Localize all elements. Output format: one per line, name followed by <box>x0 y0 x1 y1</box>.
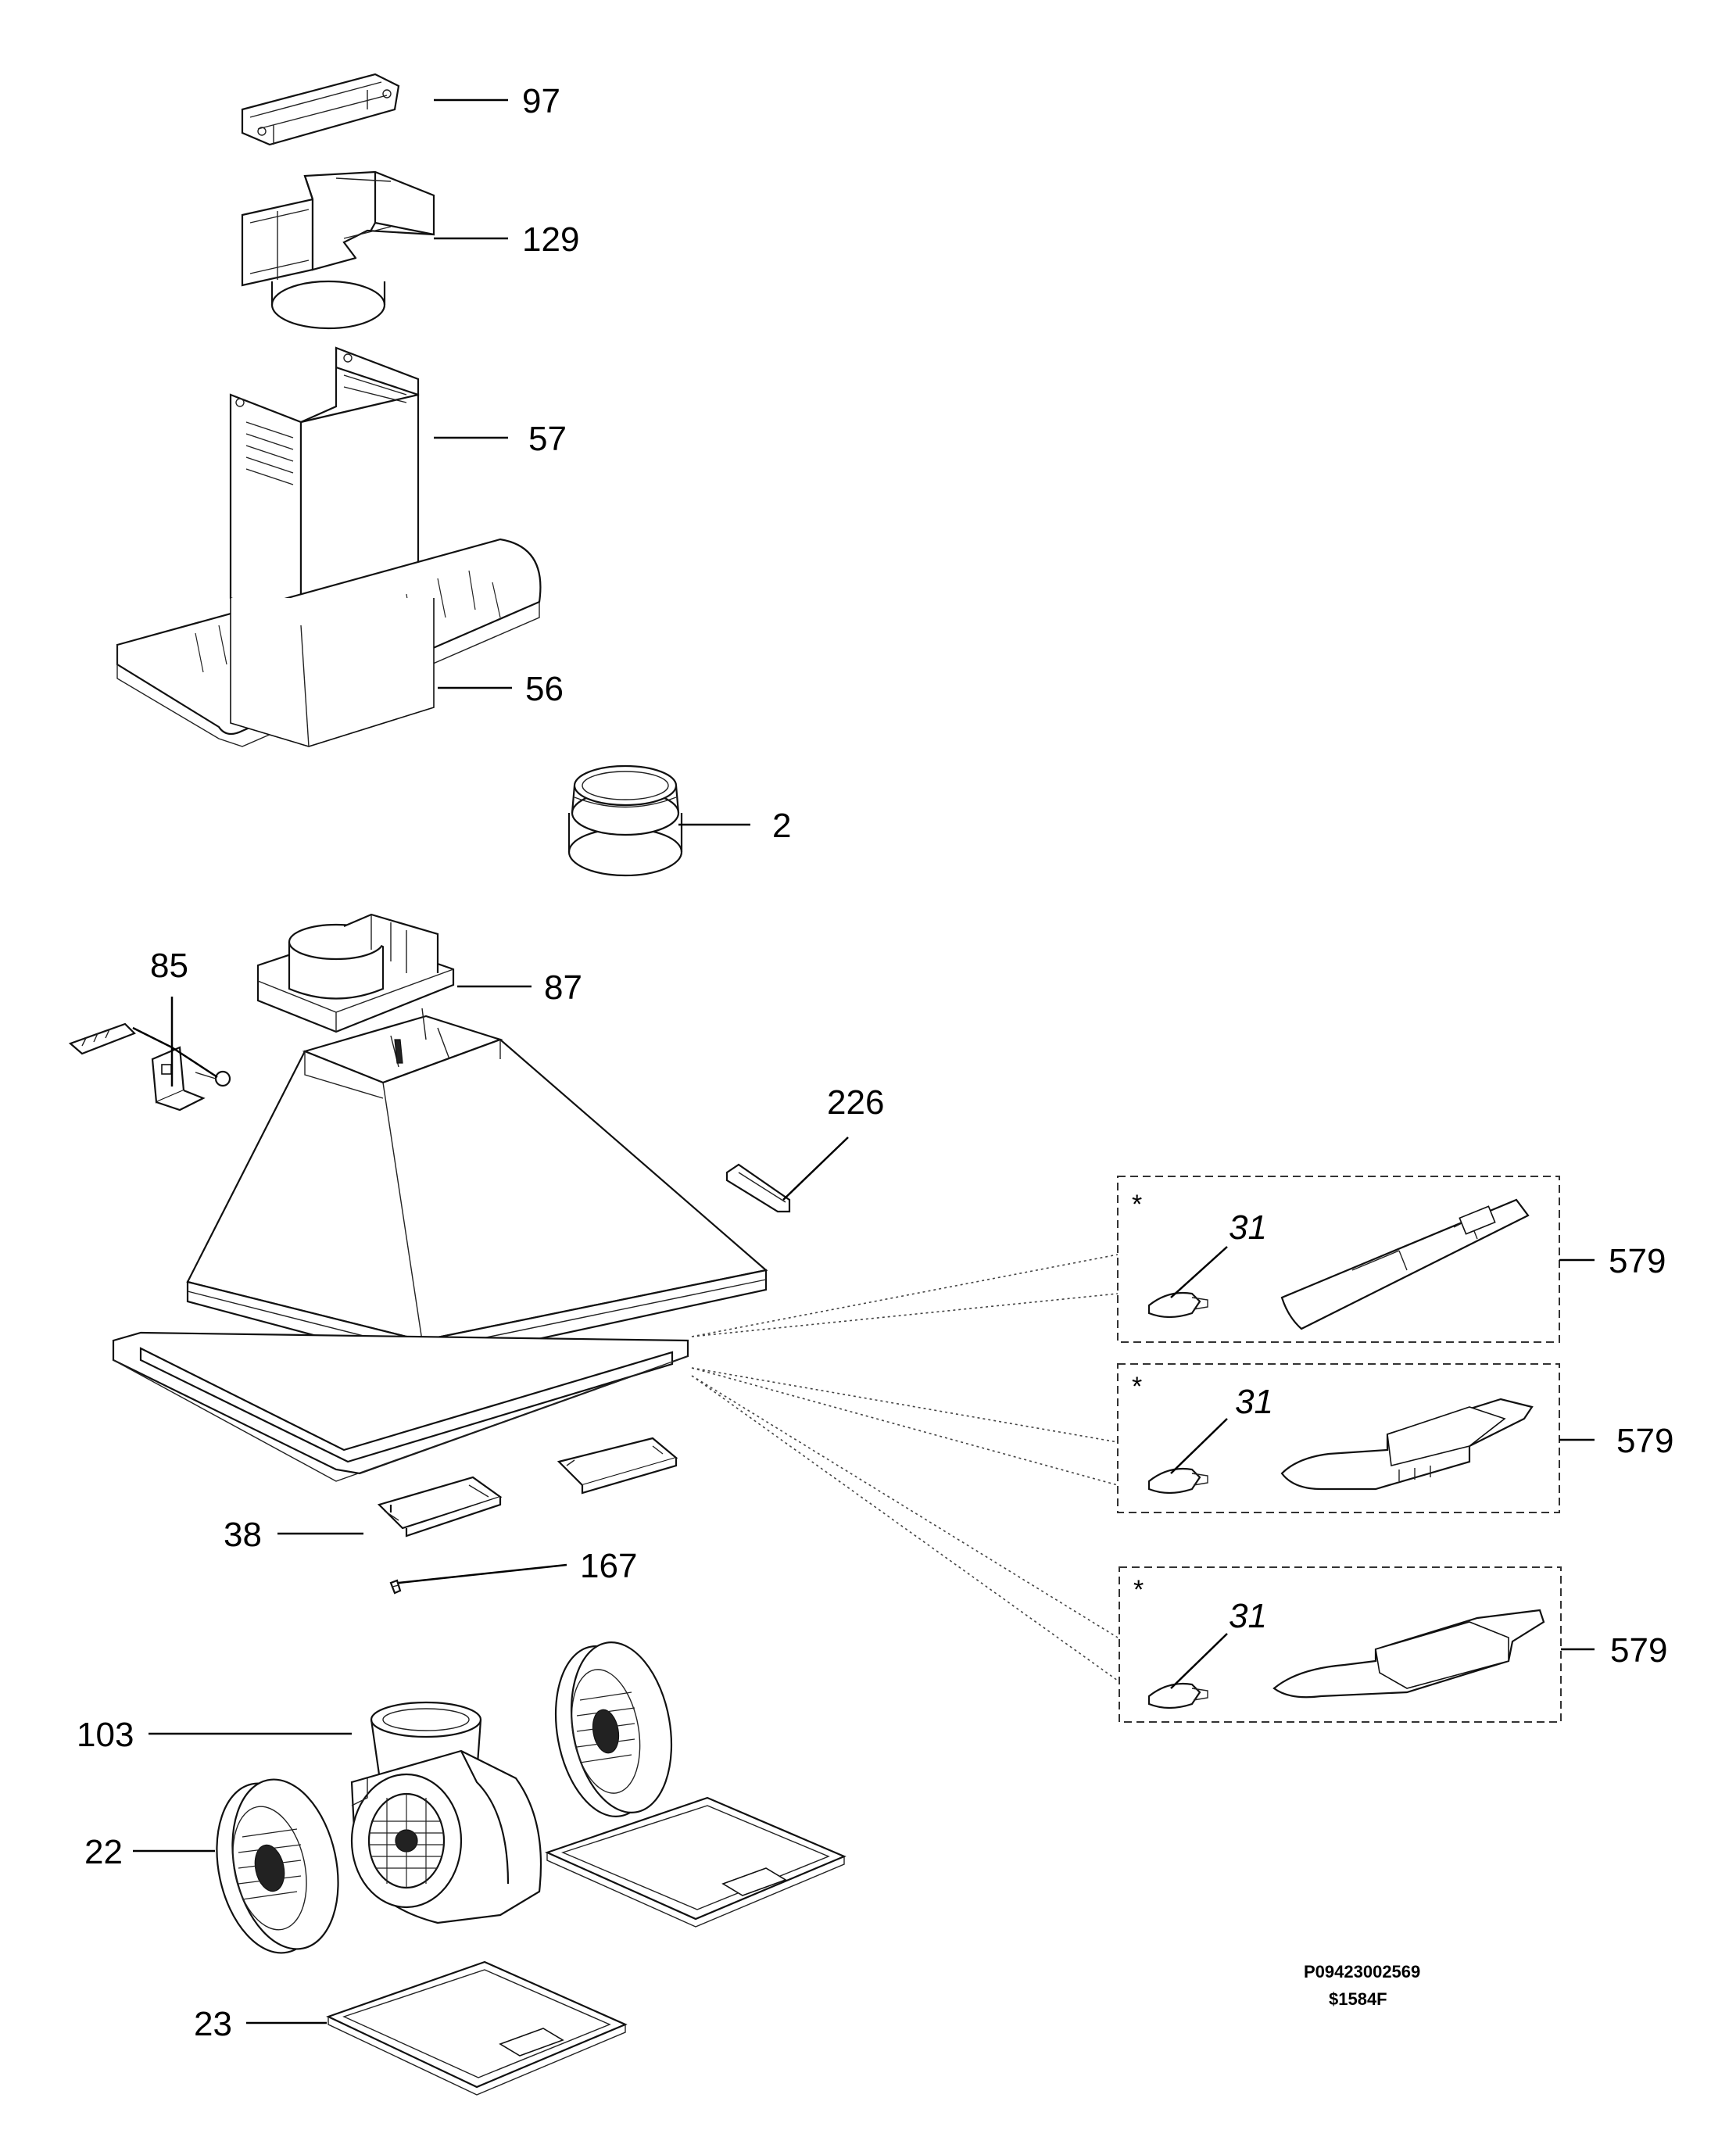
asterisk-marker-3: * <box>1133 1575 1144 1605</box>
projection-lines <box>691 1254 1119 1681</box>
hood-body[interactable] <box>186 1008 768 1366</box>
part-23-grease-filter-2[interactable] <box>544 1796 847 1928</box>
label-579-b: 579 <box>1616 1422 1673 1460</box>
part-38-light-cover[interactable] <box>377 1476 503 1538</box>
part-87-motor-mount[interactable] <box>256 913 455 1033</box>
label-57: 57 <box>528 420 567 458</box>
part-56-glass-canopy[interactable] <box>116 538 542 747</box>
part-57-chimney[interactable] <box>229 346 420 627</box>
lamp-kit-box-3[interactable] <box>1119 1566 1562 1723</box>
part-97-bracket[interactable] <box>241 73 400 146</box>
part-129-air-deflector[interactable] <box>241 170 435 330</box>
label-226: 226 <box>827 1083 884 1122</box>
lamp-kit-box-2[interactable] <box>1117 1363 1560 1513</box>
diagram-footer: P09423002569 $1584F <box>1304 1962 1420 2009</box>
part-2-adapter-ring[interactable] <box>567 764 683 877</box>
label-85: 85 <box>150 947 188 985</box>
asterisk-marker-2: * <box>1132 1372 1142 1402</box>
label-38: 38 <box>224 1516 262 1554</box>
label-31-b: 31 <box>1235 1383 1273 1421</box>
part-103-motor[interactable] <box>350 1701 542 1924</box>
part-167-screw[interactable] <box>389 1579 402 1595</box>
hood-bottom-frame[interactable] <box>112 1331 689 1482</box>
callout-labels: 97 129 57 56 2 85 87 226 579 579 579 31 … <box>77 82 1673 2043</box>
label-31-a: 31 <box>1229 1208 1267 1247</box>
part-226-bracket[interactable] <box>725 1163 791 1213</box>
label-97: 97 <box>522 82 560 120</box>
label-23: 23 <box>194 2005 232 2043</box>
label-56: 56 <box>525 670 564 708</box>
part-23-grease-filter[interactable] <box>326 1960 628 2096</box>
label-31-c: 31 <box>1229 1597 1267 1635</box>
asterisk-marker-1: * <box>1132 1190 1142 1219</box>
leader-lines <box>132 98 1595 2024</box>
diagram-code: P09423002569 <box>1304 1962 1420 1981</box>
label-22: 22 <box>84 1833 123 1871</box>
part-22-carbon-filter-2[interactable] <box>543 1634 684 1824</box>
label-579-c: 579 <box>1610 1631 1667 1670</box>
label-579-a: 579 <box>1609 1242 1666 1280</box>
label-103: 103 <box>77 1716 134 1754</box>
diagram-ref: $1584F <box>1329 1989 1387 2009</box>
label-167: 167 <box>580 1547 637 1585</box>
label-2: 2 <box>772 807 791 845</box>
lamp-kit-box-1[interactable] <box>1117 1176 1560 1343</box>
part-38-light-cover-2[interactable] <box>557 1437 678 1495</box>
label-129: 129 <box>522 220 579 259</box>
label-87: 87 <box>544 968 582 1007</box>
part-85-fixing-kit[interactable] <box>68 1022 231 1112</box>
part-22-carbon-filter[interactable] <box>202 1770 353 1963</box>
